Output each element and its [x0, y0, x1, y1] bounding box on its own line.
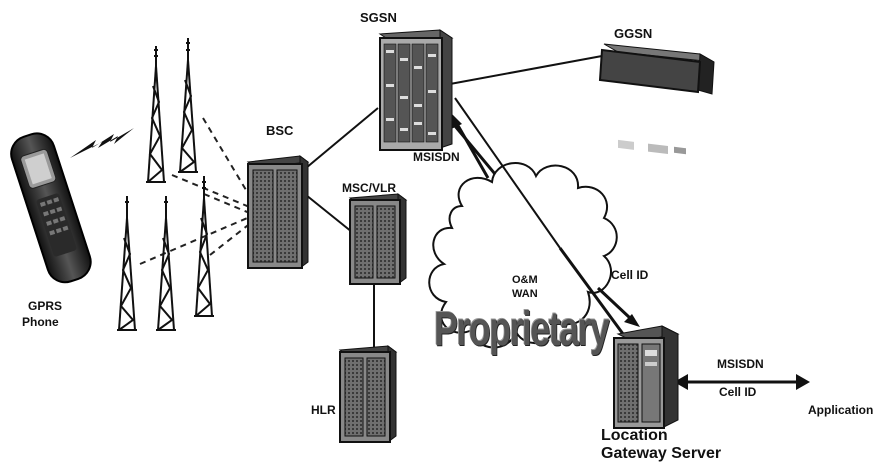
msc-vlr-label: MSC/VLR: [342, 181, 396, 195]
bsc-rack-icon: [248, 156, 308, 268]
om-label: O&M: [512, 274, 538, 286]
gateway-server-label: Gateway Server: [601, 445, 721, 463]
location-label: Location: [601, 427, 668, 445]
location-server-icon: [614, 326, 678, 428]
gprs-label: GPRS: [28, 299, 62, 313]
radio-wave-icon: [70, 128, 134, 158]
cell-id-right-label: Cell ID: [719, 385, 756, 399]
sgsn-label: SGSN: [360, 10, 397, 25]
hlr-rack-icon: [340, 346, 396, 442]
hlr-label: HLR: [311, 403, 336, 417]
msisdn-arrow-icon: [449, 114, 488, 178]
msisdn-top-label: MSISDN: [413, 150, 460, 164]
bsc-msc-link: [306, 195, 352, 232]
bsc-sgsn-link: [306, 108, 378, 168]
proprietary-label: Proprietary: [434, 300, 608, 357]
wan-label: WAN: [512, 288, 538, 300]
antenna-tower-icon: [117, 38, 214, 330]
phone-icon: [7, 129, 96, 287]
bsc-label: BSC: [266, 123, 293, 138]
sgsn-rack-icon: [380, 30, 452, 150]
application-label: Application: [808, 403, 873, 417]
msc-vlr-rack-icon: [350, 194, 406, 284]
cell-id-top-label: Cell ID: [611, 268, 648, 282]
ggsn-router-icon: [600, 44, 714, 154]
sgsn-ggsn-link: [450, 56, 602, 84]
phone-label: Phone: [22, 315, 59, 329]
ggsn-label: GGSN: [614, 26, 652, 41]
msisdn-right-label: MSISDN: [717, 357, 764, 371]
